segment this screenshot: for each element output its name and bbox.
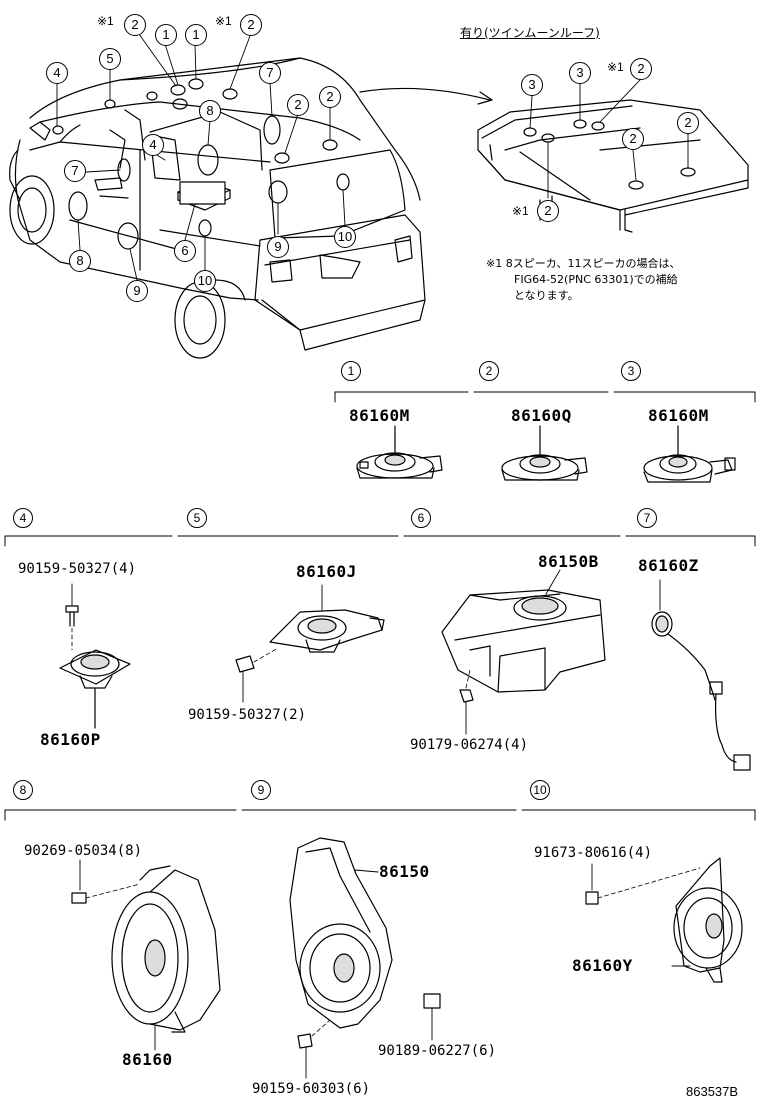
part-90189-06227-6: 90189-06227(6) xyxy=(378,1043,497,1059)
part-86150b: 86150B xyxy=(538,552,599,571)
speaker-86160j-drawing xyxy=(235,584,385,703)
section-8-number: 8 xyxy=(13,780,33,800)
roof-callout-2d: 2 xyxy=(537,200,559,222)
section-10-number: 10 xyxy=(530,780,550,800)
vehicle-leader-lines xyxy=(56,33,346,281)
section-6-number: 6 xyxy=(411,508,431,528)
section-2-number: 2 xyxy=(479,361,499,381)
part-90159-60303-6: 90159-60303(6) xyxy=(252,1081,371,1097)
part-86160: 86160 xyxy=(122,1050,173,1069)
section-1-number: 1 xyxy=(341,361,361,381)
vehicle-callout-7b: 7 xyxy=(64,160,86,182)
part-86160m-b: 86160M xyxy=(648,406,709,425)
roof-asterisk-2: ※1 xyxy=(512,204,529,218)
part-86160j: 86160J xyxy=(296,562,357,581)
tweeter-1-drawing xyxy=(356,425,443,479)
roof-asterisk-1: ※1 xyxy=(607,60,624,74)
roof-callout-3b: 3 xyxy=(569,62,591,84)
tweeter-2-drawing xyxy=(501,425,588,481)
footnote-line-1: 8スピーカ、11スピーカの場合は、 xyxy=(505,257,681,270)
vehicle-callout-8a: 8 xyxy=(199,100,221,122)
part-90159-50327-2: 90159-50327(2) xyxy=(188,707,307,723)
roof-variant-header: 有り(ツインムーンルーフ) xyxy=(460,26,600,40)
footnote-line-2: FIG64-52(PNC 63301)での補給 xyxy=(514,273,678,286)
speaker-86160z-drawing xyxy=(651,579,751,771)
vehicle-speaker-markers xyxy=(52,78,350,250)
tweeter-3-drawing xyxy=(643,425,736,483)
vehicle-callout-9a: 9 xyxy=(126,280,148,302)
vehicle-asterisk-2: ※1 xyxy=(215,14,232,28)
footnote: ※1 8スピーカ、11スピーカの場合は、 FIG64-52(PNC 63301)… xyxy=(486,256,681,304)
speaker-86160p-drawing xyxy=(59,583,131,729)
roof-callout-2b: 2 xyxy=(622,128,644,150)
part-86160p: 86160P xyxy=(40,730,101,749)
vehicle-callout-2d: 2 xyxy=(319,86,341,108)
part-90179-06274-4: 90179-06274(4) xyxy=(410,737,529,753)
part-86160m-a: 86160M xyxy=(349,406,410,425)
roof-illustration xyxy=(477,79,749,233)
subwoofer-86150b-drawing xyxy=(441,569,606,735)
part-86160y: 86160Y xyxy=(572,956,633,975)
vehicle-illustration xyxy=(9,57,426,359)
roof-callout-3a: 3 xyxy=(521,74,543,96)
vehicle-callout-4b: 4 xyxy=(142,134,164,156)
part-86160q: 86160Q xyxy=(511,406,572,425)
section-7-number: 7 xyxy=(637,508,657,528)
section-3-number: 3 xyxy=(621,361,641,381)
speaker-86150-drawing xyxy=(289,837,441,1079)
vehicle-callout-2c: 2 xyxy=(287,94,309,116)
vehicle-callout-2b: 2 xyxy=(240,14,262,36)
section-9-number: 9 xyxy=(251,780,271,800)
footnote-mark: ※1 xyxy=(486,257,503,270)
speaker-86160-drawing xyxy=(71,859,221,1051)
vehicle-callout-10b: 10 xyxy=(334,226,356,248)
section-dividers xyxy=(4,391,756,821)
vehicle-callout-10a: 10 xyxy=(194,270,216,292)
vehicle-callout-9b: 9 xyxy=(267,236,289,258)
roof-arrow-head xyxy=(477,91,493,105)
section-5-number: 5 xyxy=(187,508,207,528)
roof-arrow xyxy=(359,87,491,101)
part-86150: 86150 xyxy=(379,862,430,881)
vehicle-callout-6: 6 xyxy=(174,240,196,262)
section-4-number: 4 xyxy=(13,508,33,528)
footnote-line-3: となります。 xyxy=(514,289,579,302)
vehicle-callout-5: 5 xyxy=(99,48,121,70)
vehicle-callout-4a: 4 xyxy=(46,62,68,84)
speaker-86160y-drawing xyxy=(585,857,743,983)
diagram-code: 863537B xyxy=(686,1084,739,1099)
part-91673-80616-4: 91673-80616(4) xyxy=(534,845,653,861)
part-90269-05034-8: 90269-05034(8) xyxy=(24,843,143,859)
vehicle-callout-7a: 7 xyxy=(259,62,281,84)
roof-callout-2c: 2 xyxy=(677,112,699,134)
part-90159-50327-4: 90159-50327(4) xyxy=(18,561,137,577)
part-86160z: 86160Z xyxy=(638,556,699,575)
vehicle-asterisk-1: ※1 xyxy=(97,14,114,28)
vehicle-callout-1b: 1 xyxy=(185,24,207,46)
vehicle-callout-8b: 8 xyxy=(69,250,91,272)
roof-callout-2a: 2 xyxy=(630,58,652,80)
vehicle-callout-2a: 2 xyxy=(124,14,146,36)
vehicle-callout-1a: 1 xyxy=(155,24,177,46)
